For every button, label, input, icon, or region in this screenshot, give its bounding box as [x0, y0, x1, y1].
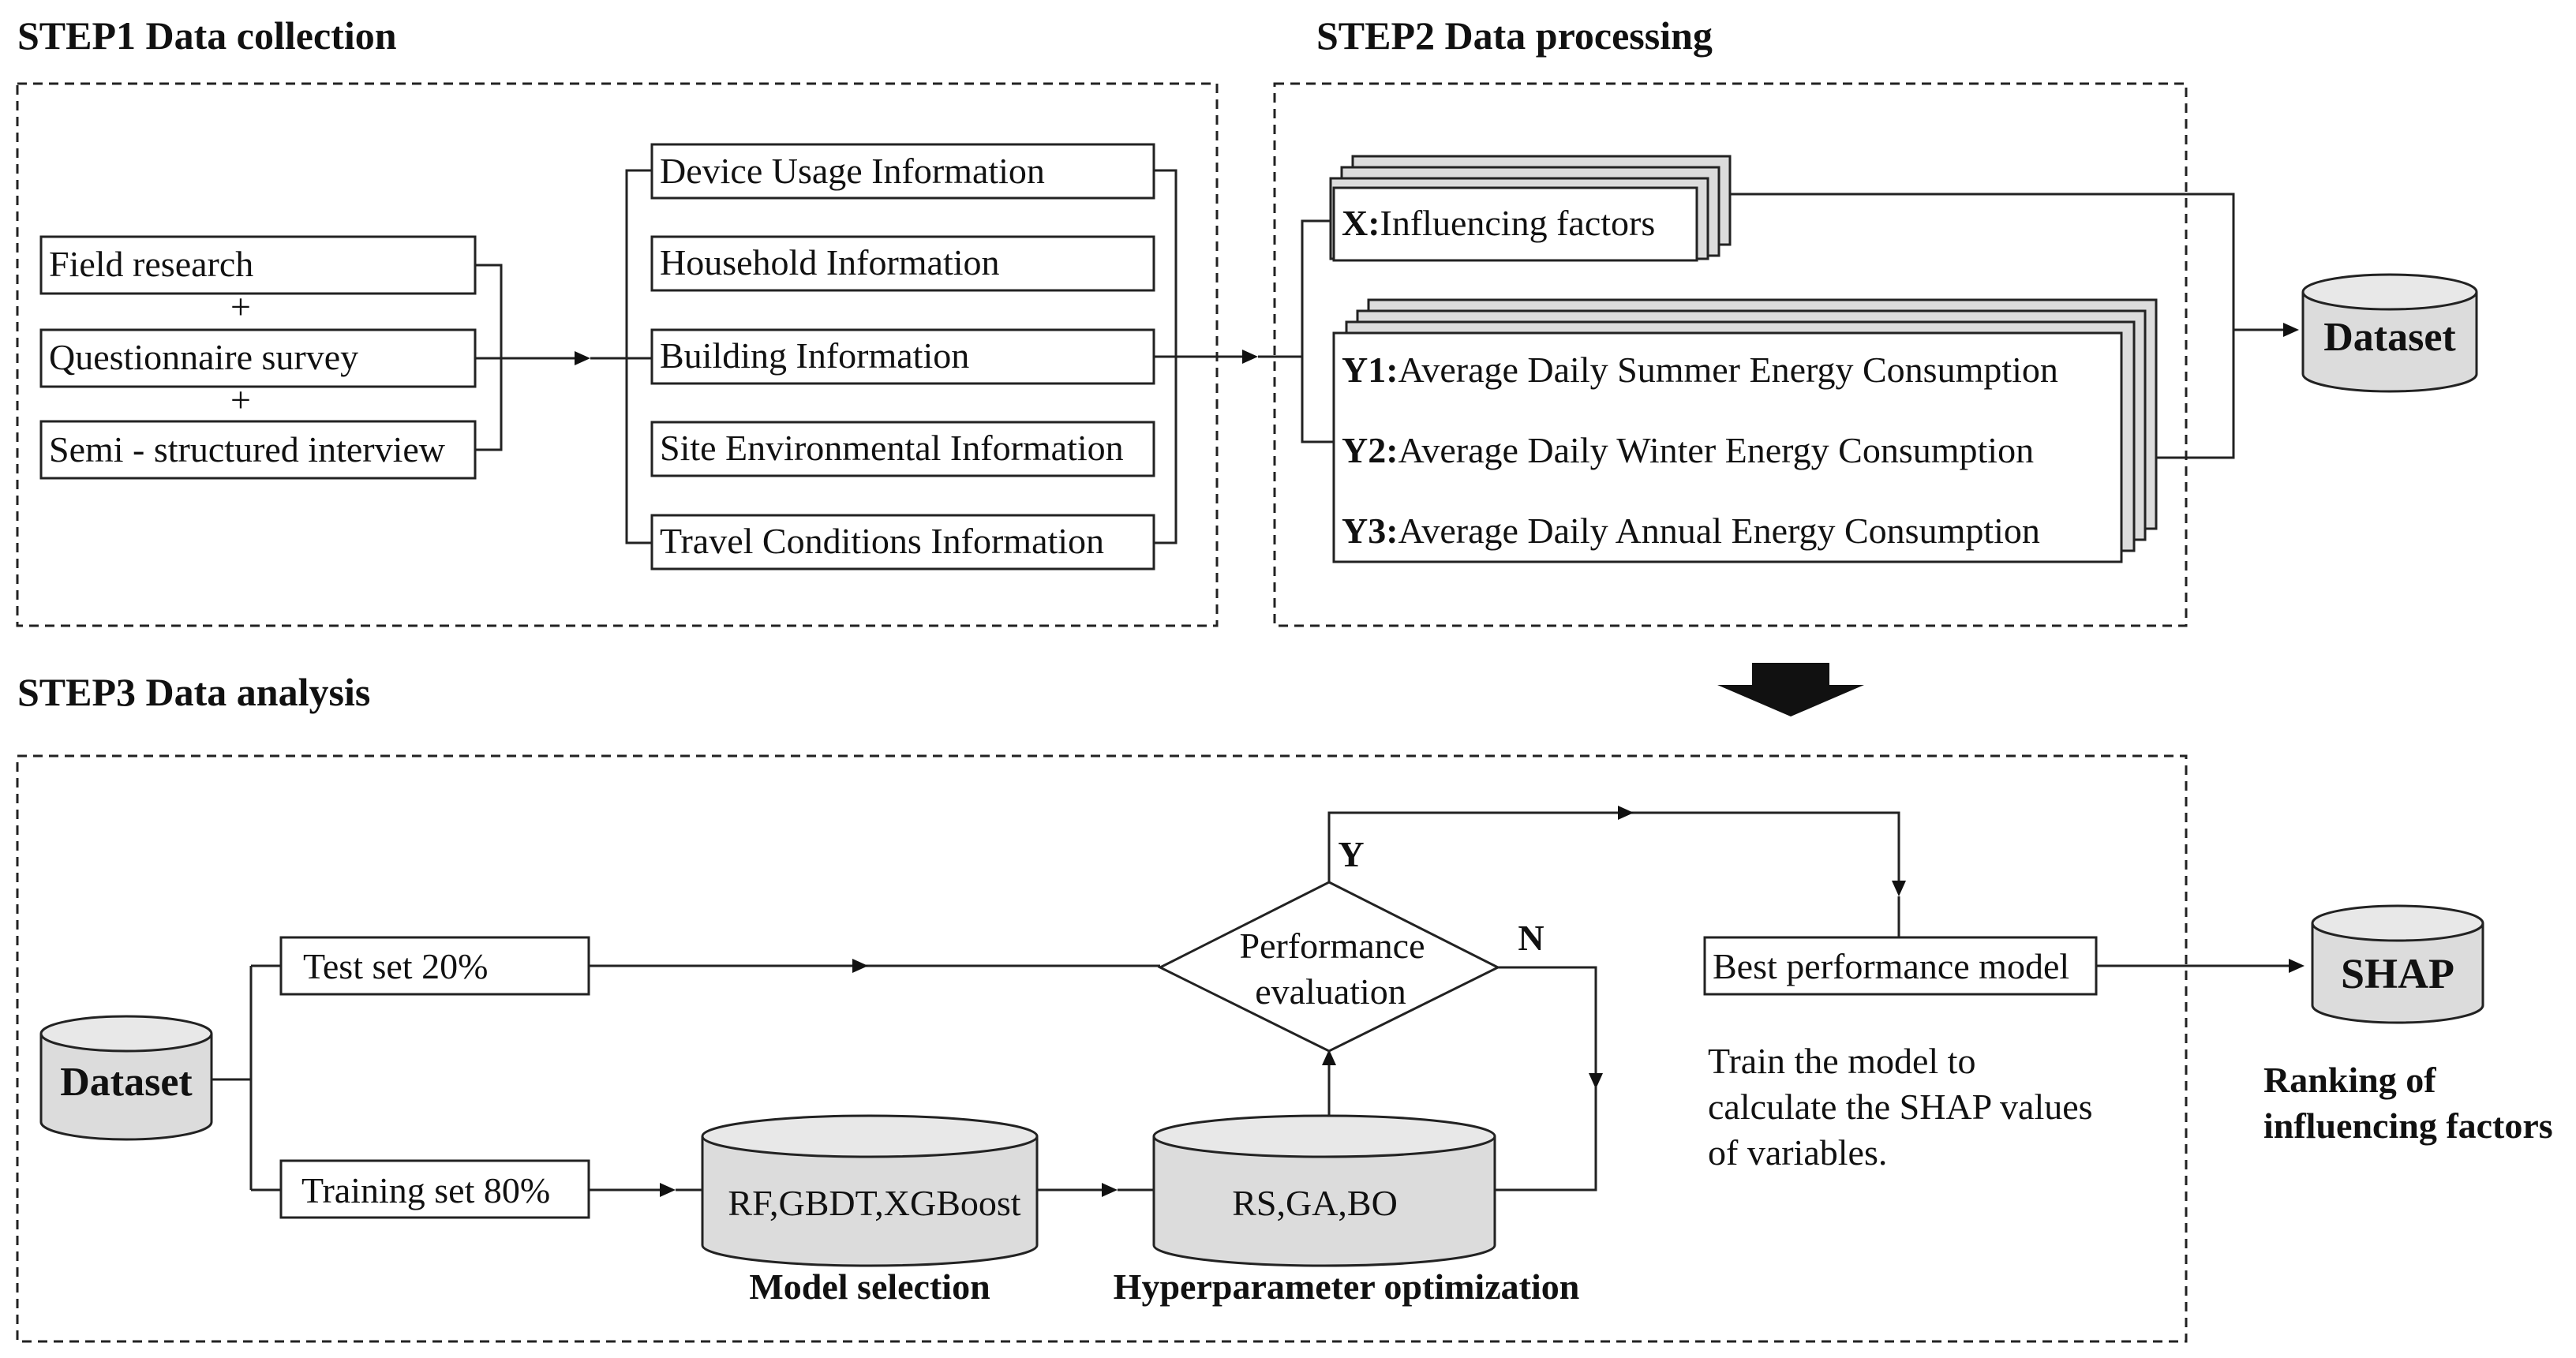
hyperparameter-caption: Hyperparameter optimization — [1114, 1266, 1580, 1307]
test-set-box: Test set 20% — [279, 936, 590, 996]
performance-evaluation-diamond: Performance evaluation — [1157, 881, 1501, 1053]
x-factors-stack: X:Influencing factors — [1329, 155, 1732, 262]
dataset-label: Dataset — [60, 1060, 193, 1105]
step3-title: STEP3 Data analysis — [17, 670, 370, 714]
models-label: RF,GBDT,XGBoost — [728, 1183, 1020, 1223]
ranking-line2: influencing factors — [2263, 1105, 2553, 1146]
y3-label: Y3:Average Daily Annual Energy Consumpti… — [1342, 511, 2040, 551]
best-model-label: Best performance model — [1713, 946, 2069, 986]
dataset-cylinder-step3: Dataset — [39, 1015, 213, 1141]
arrowhead — [1892, 881, 1906, 896]
arrowhead — [1618, 806, 1634, 820]
optimizer-cylinder: RS,GA,BO — [1152, 1114, 1496, 1267]
info-label: Site Environmental Information — [660, 428, 1124, 468]
training-set-box: Training set 80% — [279, 1159, 590, 1219]
train-note-line3: of variables. — [1708, 1132, 1887, 1173]
x-to-dataset-line — [1730, 193, 2235, 459]
step2-panel — [1273, 82, 2188, 627]
info-label: Household Information — [660, 242, 1000, 282]
train-note-line1: Train the model to — [1708, 1041, 1975, 1081]
step1-panel — [16, 82, 1219, 627]
arrowhead — [1102, 1183, 1118, 1197]
shap-label: SHAP — [2341, 950, 2454, 997]
info-box-device-usage: Device Usage Information — [650, 143, 1155, 200]
model-selection-caption: Model selection — [749, 1266, 990, 1307]
evaluation-label-line1: Performance — [1240, 926, 1425, 966]
step1-title: STEP1 Data collection — [17, 13, 397, 58]
no-branch-line — [1498, 966, 1597, 1079]
plus-sign: + — [230, 286, 251, 327]
yes-label: Y — [1338, 834, 1364, 874]
best-model-box: Best performance model — [1703, 936, 2098, 996]
plus-sign: + — [230, 380, 251, 420]
ranking-line1: Ranking of — [2263, 1060, 2436, 1100]
models-cylinder: RF,GBDT,XGBoost — [701, 1114, 1039, 1267]
arrowhead — [2289, 959, 2305, 973]
info-box-travel-conditions: Travel Conditions Information — [650, 514, 1155, 571]
optimizers-label: RS,GA,BO — [1232, 1183, 1398, 1223]
y2-label: Y2:Average Daily Winter Energy Consumpti… — [1342, 430, 2034, 470]
shap-cylinder: SHAP — [2311, 904, 2484, 1024]
dataset-cylinder-step2: Dataset — [2301, 273, 2478, 393]
no-label: N — [1518, 918, 1544, 958]
method-label: Semi - structured interview — [49, 429, 446, 470]
arrowhead — [575, 351, 590, 365]
no-return-line — [1495, 1086, 1597, 1192]
train-note-line2: calculate the SHAP values — [1708, 1087, 2093, 1127]
info-box-site-environmental: Site Environmental Information — [650, 421, 1155, 477]
y-energy-stack: Y1:Average Daily Summer Energy Consumpti… — [1332, 298, 2158, 563]
method-box-questionnaire: Questionnaire survey — [39, 328, 477, 388]
training-set-label: Training set 80% — [301, 1170, 550, 1210]
step2-split-bracket — [1301, 219, 1334, 443]
arrowhead — [1242, 350, 1258, 364]
arrowhead — [2283, 323, 2299, 337]
arrowhead — [1589, 1073, 1603, 1089]
method-label: Questionnaire survey — [49, 337, 358, 377]
info-box-building: Building Information — [650, 328, 1155, 385]
info-box-household: Household Information — [650, 235, 1155, 292]
x-factors-label: X:Influencing factors — [1342, 203, 1655, 243]
method-box-field-research: Field research — [39, 235, 477, 295]
method-box-interview: Semi - structured interview — [39, 420, 477, 480]
info-label: Building Information — [660, 335, 969, 376]
info-label: Device Usage Information — [660, 151, 1045, 191]
dataset-split-lines — [212, 964, 281, 1192]
evaluation-label-line2: evaluation — [1255, 971, 1406, 1012]
method-label: Field research — [49, 244, 253, 284]
arrowhead — [660, 1183, 676, 1197]
info-left-bracket — [625, 169, 652, 544]
y1-label: Y1:Average Daily Summer Energy Consumpti… — [1342, 350, 2058, 390]
arrowhead — [1322, 1049, 1336, 1065]
big-down-arrow — [1717, 663, 1864, 716]
info-label: Travel Conditions Information — [660, 521, 1104, 561]
test-set-label: Test set 20% — [303, 946, 488, 986]
dataset-label: Dataset — [2323, 315, 2456, 360]
step3-panel — [16, 754, 2188, 1343]
yes-branch-line — [1327, 811, 1900, 882]
arrowhead — [852, 959, 868, 973]
step2-title: STEP2 Data processing — [1316, 13, 1713, 58]
